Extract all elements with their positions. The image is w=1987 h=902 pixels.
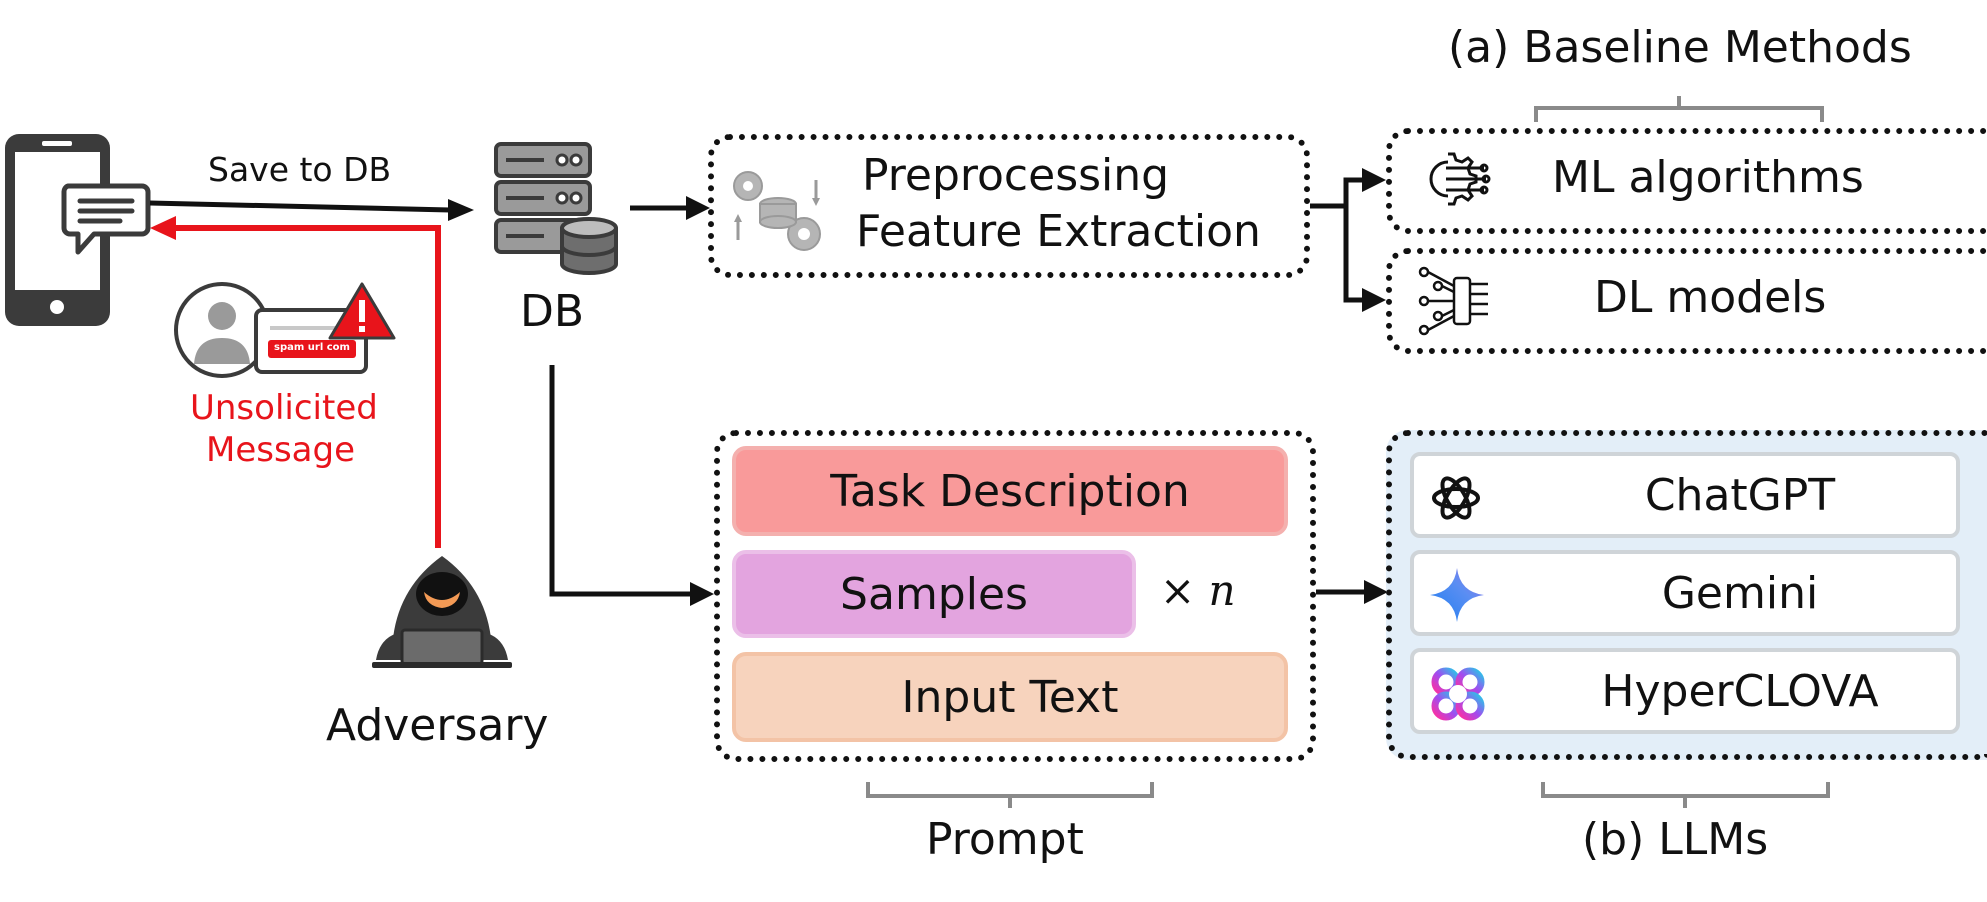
preprocessing-box [708, 134, 1310, 278]
llms-title: (b) LLMs [1582, 814, 1769, 865]
hyperclova-icon [1431, 667, 1485, 721]
dl-models-label: DL models [1594, 272, 1827, 323]
prompt-bracket [866, 782, 1154, 798]
hacker-icon [372, 556, 512, 668]
hyperclova-label: HyperCLOVA [1601, 665, 1879, 717]
openai-icon [1432, 476, 1480, 520]
database-server-icon [494, 142, 618, 275]
unsolicited-label: Unsolicited [190, 388, 378, 428]
spam-url-label: spam url com [274, 342, 350, 353]
ml-algorithms-box [1386, 128, 1987, 234]
message-label: Message [206, 430, 356, 470]
hyperclova-row: HyperCLOVA [1410, 648, 1960, 734]
baseline-title: (a) Baseline Methods [1448, 22, 1912, 73]
ml-algorithms-label: ML algorithms [1552, 152, 1864, 203]
db-to-prompt-arrow [549, 365, 692, 597]
task-description-block: Task Description [732, 446, 1288, 536]
gemini-sparkle-icon [1430, 568, 1484, 622]
neural-chip-icon [1418, 266, 1488, 336]
chatgpt-label: ChatGPT [1644, 469, 1836, 521]
prompt-box [714, 430, 1316, 762]
input-text-block: Input Text [732, 652, 1288, 742]
gemini-label: Gemini [1661, 567, 1819, 619]
adversary-label: Adversary [326, 700, 549, 751]
save-arrow [149, 200, 451, 213]
spam-user-icon [174, 282, 396, 378]
times-n-label: × n [1160, 566, 1236, 615]
prompt-label: Prompt [926, 814, 1084, 865]
input-text-label: Input Text [901, 671, 1119, 723]
samples-block: Samples [732, 550, 1136, 638]
db-label: DB [520, 286, 585, 337]
spam-arrow [172, 225, 441, 548]
feature-extraction-label: Feature Extraction [856, 206, 1261, 257]
chat-bubble-icon [61, 183, 151, 255]
gemini-row: Gemini [1410, 550, 1960, 636]
dl-models-box [1386, 248, 1987, 354]
baseline-bracket [1534, 106, 1824, 122]
gear-database-icon [733, 171, 821, 251]
task-description-label: Task Description [830, 465, 1190, 517]
llms-bracket [1541, 782, 1830, 798]
save-to-db-label: Save to DB [208, 150, 392, 189]
chatgpt-row: ChatGPT [1410, 452, 1960, 538]
samples-label: Samples [840, 568, 1028, 620]
ai-brain-gear-icon [1429, 152, 1491, 206]
preprocessing-label: Preprocessing [862, 150, 1170, 201]
